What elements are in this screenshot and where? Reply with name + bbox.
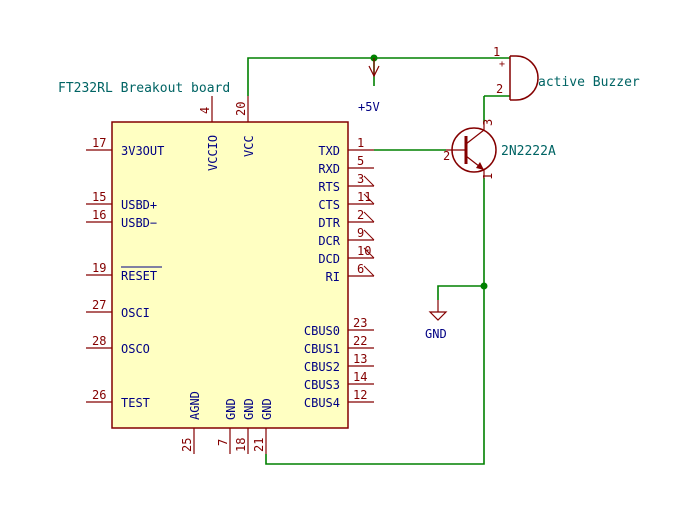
pin-num-cbus2: 13	[353, 352, 367, 366]
pin-name-vccio: VCCIO	[206, 135, 220, 171]
pin-name-ri: RI	[326, 270, 340, 284]
pin-num-rxd: 5	[357, 154, 364, 168]
pin-num-cbus0: 23	[353, 316, 367, 330]
pin-num-ri: 6	[357, 262, 364, 276]
buzzer-pin1-num: 1	[493, 45, 500, 59]
pin-name-cbus1: CBUS1	[304, 342, 340, 356]
wire-emitter-to-gnd-symbol	[437, 285, 484, 300]
pin-num-rts: 3	[357, 172, 364, 186]
pin-num-gnd-21: 21	[252, 438, 266, 452]
transistor-pin-b: 2	[443, 149, 450, 163]
pin-name-gnd-7: GND	[224, 398, 238, 420]
pin-num-vccio: 4	[198, 107, 212, 114]
pin-name-rxd: RXD	[318, 162, 340, 176]
pin-name-reset: RESET	[121, 269, 157, 283]
pin-name-cbus2: CBUS2	[304, 360, 340, 374]
right-pins: 1 TXD 5 RXD 3 RTS 11 CTS 2 DTR 9 DCR 10 …	[304, 136, 374, 410]
gnd-label: GND	[425, 327, 447, 341]
pin-num-usbdm: 16	[92, 208, 106, 222]
transistor-label: 2N2222A	[501, 144, 556, 159]
nc-mark-rts	[363, 175, 375, 187]
pin-name-cbus0: CBUS0	[304, 324, 340, 338]
buzzer-pin2-num: 2	[496, 82, 503, 96]
transistor-pin-c: 3	[481, 119, 495, 126]
wire-vcc-to-buzzer	[247, 57, 510, 96]
nc-mark-ri	[363, 265, 375, 277]
power-5v-symbol: +5V	[358, 58, 380, 114]
emitter-arrow-icon	[476, 162, 484, 170]
power-5v-arrow-icon	[368, 65, 380, 78]
pin-num-cbus1: 22	[353, 334, 367, 348]
ic-body	[111, 121, 349, 429]
pin-num-gnd-18: 18	[234, 438, 248, 452]
pin-name-cbus4: CBUS4	[304, 396, 340, 410]
gnd-symbol: GND	[425, 300, 448, 341]
left-pins: 17 3V3OUT 15 USBD+ 16 USBD− 19 RESET 27 …	[86, 136, 164, 410]
wire-emitter-to-gnd	[265, 178, 485, 465]
nc-mark-dcd	[363, 247, 375, 259]
pin-name-cbus3: CBUS3	[304, 378, 340, 392]
pin-name-dtr: DTR	[318, 216, 340, 230]
pin-num-osco: 28	[92, 334, 106, 348]
wires	[247, 57, 510, 465]
pin-num-usbdp: 15	[92, 190, 106, 204]
pin-num-reset: 19	[92, 261, 106, 275]
transistor-pin-e: 1	[481, 173, 495, 180]
pin-name-test: TEST	[121, 396, 150, 410]
pin-name-osco: OSCO	[121, 342, 150, 356]
ground-icon	[428, 311, 448, 321]
nc-mark-cts	[363, 193, 375, 205]
bottom-pins: 25 AGND 7 GND 18 GND 21 GND	[180, 391, 274, 454]
pin-name-cts: CTS	[318, 198, 340, 212]
buzzer-icon	[510, 55, 539, 101]
pin-name-gnd-21: GND	[260, 398, 274, 420]
pin-num-3v3out: 17	[92, 136, 106, 150]
pin-num-cbus4: 12	[353, 388, 367, 402]
pin-name-gnd-18: GND	[242, 398, 256, 420]
ft232rl-ic: FT232RL Breakout board 17 3V3OUT 15 USBD…	[58, 81, 374, 454]
buzzer-label: active Buzzer	[538, 75, 640, 90]
pin-name-rts: RTS	[318, 180, 340, 194]
pin-name-vcc: VCC	[242, 135, 256, 157]
junction-gnd	[480, 282, 488, 290]
pin-num-agnd: 25	[180, 438, 194, 452]
unconnected-pin-marks	[363, 175, 375, 277]
pin-num-dcd: 10	[357, 244, 371, 258]
pin-num-cts: 11	[357, 190, 371, 204]
nc-mark-dcr	[363, 229, 375, 241]
pin-num-vcc: 20	[234, 102, 248, 116]
transistor-2n2222a: 2 3 1 2N2222A	[443, 119, 556, 180]
pin-name-agnd: AGND	[188, 391, 202, 420]
buzzer-plus: +	[499, 59, 505, 70]
pin-num-osci: 27	[92, 298, 106, 312]
pin-name-txd: TXD	[318, 144, 340, 158]
buzzer: 1 + 2 active Buzzer	[493, 45, 640, 101]
pin-num-dtr: 2	[357, 208, 364, 222]
pin-num-test: 26	[92, 388, 106, 402]
pin-name-osci: OSCI	[121, 306, 150, 320]
pin-name-usbdp: USBD+	[121, 198, 157, 212]
pin-name-dcd: DCD	[318, 252, 340, 266]
pin-num-gnd-7: 7	[216, 439, 230, 446]
pin-name-dcr: DCR	[318, 234, 340, 248]
ic-title: FT232RL Breakout board	[58, 81, 230, 96]
pin-num-txd: 1	[357, 136, 364, 150]
pin-name-usbdm: USBD−	[121, 216, 157, 230]
pin-num-dcr: 9	[357, 226, 364, 240]
power-5v-label: +5V	[358, 100, 380, 114]
transistor-collector-lead	[465, 129, 485, 145]
pin-num-cbus3: 14	[353, 370, 367, 384]
top-pins: 4 VCCIO 20 VCC	[198, 96, 256, 171]
nc-mark-dtr	[363, 211, 375, 223]
pin-name-3v3out: 3V3OUT	[121, 144, 164, 158]
